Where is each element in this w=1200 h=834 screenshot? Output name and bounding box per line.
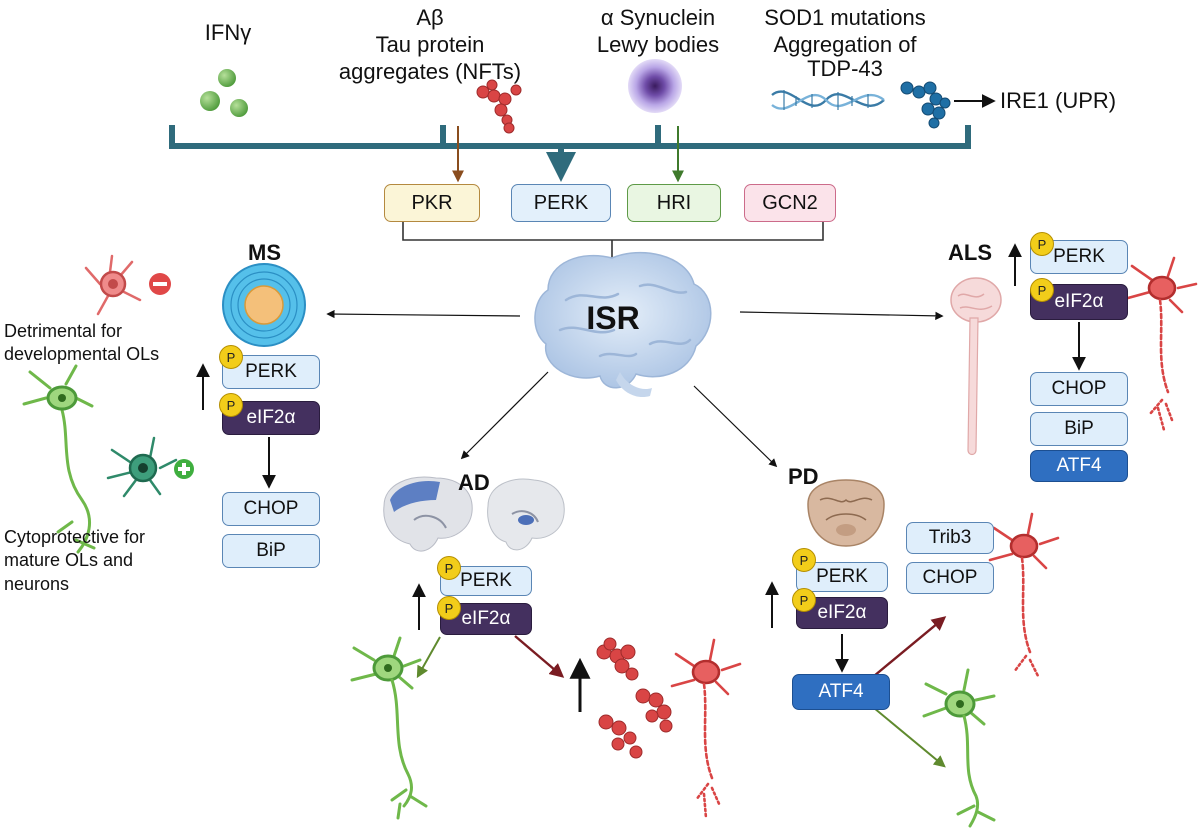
isr-brain-icon (534, 251, 712, 398)
trigger-ifn-label: IFNγ (204, 20, 252, 45)
ad-brain-hippocampus-icon (487, 478, 565, 551)
pd-to-neuron-arrow (873, 707, 946, 768)
trigger-aggregation-label: Aggregation of (773, 32, 917, 57)
ms-label: MS (248, 240, 281, 265)
pd-trib3-box: Trib3 (906, 522, 994, 554)
pd-to-trib3-arrow (873, 616, 947, 677)
trigger-tau-label: Tau protein (375, 32, 485, 57)
trigger-sod1-label: SOD1 mutations (764, 5, 926, 30)
trigger-bracket (169, 125, 971, 149)
ad-healthy-neuron-icon (350, 636, 428, 820)
ire1-label: IRE1 (UPR) (1000, 88, 1117, 113)
als-perk-box: PERK (1030, 240, 1128, 274)
ad-brain-section-icon (383, 476, 473, 552)
brain-spinal-cord-icon (950, 277, 1002, 456)
tdp43-aggregate-icon (900, 81, 951, 129)
ad-degenerating-neuron-icon (670, 638, 742, 820)
pd-perk-phospho-badge: P (792, 548, 816, 572)
dna-mutation-icon (771, 90, 885, 110)
isr-label: ISR (586, 300, 640, 336)
ad-tau-aggregates-icon (596, 637, 673, 759)
synuclein-lewy-body-icon (628, 59, 682, 113)
plus-icon (174, 459, 194, 479)
myelin-sheath-icon (222, 263, 306, 347)
pd-degenerating-neuron-icon (988, 512, 1060, 678)
trigger-tdp43-label: TDP-43 (807, 56, 883, 81)
trigger-nft-label: aggregates (NFTs) (338, 59, 522, 84)
ad-label: AD (458, 470, 490, 495)
als-label: ALS (948, 240, 992, 265)
ms-eif2a-box: eIF2α (222, 401, 320, 435)
als-bip-box: BiP (1030, 412, 1128, 446)
ad-perk-phospho-badge: P (437, 556, 461, 580)
als-eif2a-phospho-badge: P (1030, 278, 1054, 302)
kinase-hri-box: HRI (627, 184, 721, 222)
ms-perk-phospho-badge: P (219, 345, 243, 369)
pd-chop-box: CHOP (906, 562, 994, 594)
kinase-pkr-box: PKR (384, 184, 480, 222)
als-perk-phospho-badge: P (1030, 232, 1054, 256)
trigger-synuclein-label: α Synuclein (600, 5, 716, 30)
trigger-abeta-label: Aβ (416, 5, 444, 30)
developmental-ol-icon (84, 254, 142, 316)
ms-bip-box: BiP (222, 534, 320, 568)
trigger-lewy-label: Lewy bodies (596, 32, 720, 57)
pd-eif2a-box: eIF2α (796, 597, 888, 629)
ms-cytoprotective-text: Cytoprotective for mature OLs and neuron… (4, 527, 146, 594)
pd-atf4-box: ATF4 (792, 674, 890, 710)
arrow-isr-to-ad (460, 371, 549, 460)
ifn-molecule-icon (200, 69, 248, 117)
pd-label: PD (788, 464, 819, 489)
als-atf4-box: ATF4 (1030, 450, 1128, 482)
ms-detrimental-text: Detrimental for developmental OLs (4, 321, 160, 365)
als-degenerating-neuron-icon (1126, 256, 1198, 432)
mature-neuron-icon (22, 364, 96, 554)
mature-ol-icon (106, 436, 178, 498)
pd-eif2a-phospho-badge: P (792, 588, 816, 612)
kinase-perk-box: PERK (511, 184, 611, 222)
arrow-isr-to-pd (693, 385, 778, 468)
ad-to-neuron-arrow (416, 636, 441, 679)
minus-icon (149, 273, 171, 295)
pd-healthy-neuron-icon (922, 668, 996, 828)
arrow-isr-to-ms (326, 309, 521, 319)
ad-to-aggregate-arrow (514, 635, 565, 678)
ms-eif2a-phospho-badge: P (219, 393, 243, 417)
ad-eif2a-phospho-badge: P (437, 596, 461, 620)
als-chop-box: CHOP (1030, 372, 1128, 406)
ms-perk-box: PERK (222, 355, 320, 389)
ms-chop-box: CHOP (222, 492, 320, 526)
arrow-isr-to-als (739, 311, 944, 321)
pd-midbrain-icon (807, 479, 885, 547)
tau-aggregate-icon (476, 79, 522, 134)
kinase-gcn2-box: GCN2 (744, 184, 836, 222)
